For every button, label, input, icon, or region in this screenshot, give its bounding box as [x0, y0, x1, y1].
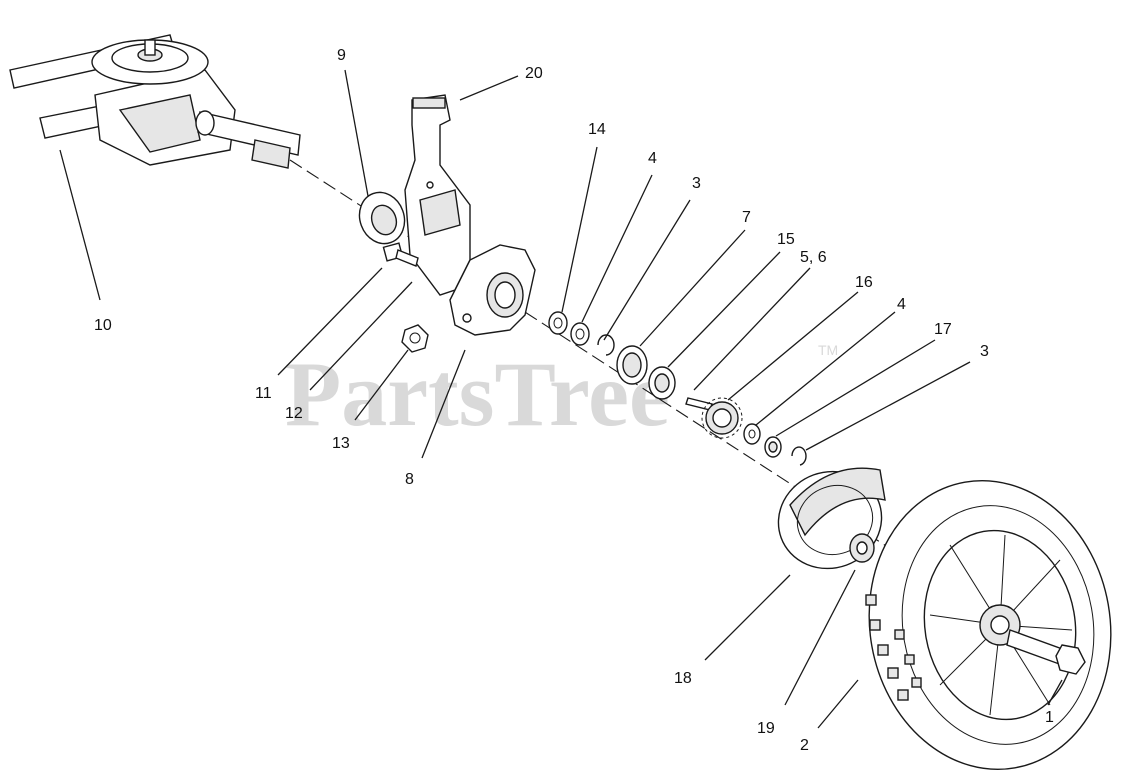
callout-3-lower: 3: [980, 343, 989, 360]
washer-part-14: [548, 311, 568, 335]
callout-10: 10: [94, 317, 112, 334]
callout-7: 7: [742, 209, 751, 226]
callout-11: 11: [255, 385, 272, 402]
bracket-plate-part-8: [449, 244, 536, 336]
callout-20: 20: [525, 65, 543, 82]
callout-14: 14: [588, 121, 606, 138]
callout-18: 18: [674, 670, 692, 687]
bushing-part-17: [764, 436, 782, 458]
washer-part-4-lower: [743, 423, 761, 445]
callout-9: 9: [337, 47, 346, 64]
tire-tread: [865, 594, 922, 701]
callout-19: 19: [757, 720, 775, 737]
leader-lines: [59, 69, 1063, 729]
wheel-cover-part-18: [777, 467, 886, 570]
ring-part-7: [616, 345, 648, 385]
callout-1: 1: [1045, 709, 1054, 726]
callout-3-upper: 3: [692, 175, 701, 192]
washer-part-4-upper: [570, 322, 590, 346]
callout-13: 13: [332, 435, 350, 452]
callout-12: 12: [285, 405, 303, 422]
callout-16: 16: [855, 274, 873, 291]
nut-part-13: [401, 324, 429, 353]
bolt-part-11: [382, 242, 419, 267]
gear-part-16: [701, 397, 743, 439]
callout-4-lower: 4: [897, 296, 906, 313]
bearing-part-15: [648, 366, 676, 400]
callout-15: 15: [777, 231, 795, 248]
callout-17: 17: [934, 321, 952, 338]
washer-part-19: [849, 533, 875, 563]
watermark-text: PartsTree: [285, 343, 670, 445]
wheel-part-2: [865, 479, 1112, 771]
callout-2: 2: [800, 737, 809, 754]
callout-4-upper: 4: [648, 150, 657, 167]
callout-8: 8: [405, 471, 414, 488]
transmission-assembly: [9, 34, 301, 169]
clip-part-3-upper: [597, 334, 615, 356]
height-lever-part-20: [404, 94, 471, 296]
axle-bolt-part-1: [1006, 629, 1086, 675]
callout-5-6: 5, 6: [800, 249, 827, 266]
watermark-trademark: TM: [818, 342, 838, 358]
clip-part-3-lower: [791, 446, 807, 466]
callout-labels: 9 20 10 14 4 3 7 15 5, 6 16 4 17 3 11 12…: [94, 47, 1054, 754]
seal-part-9: [358, 191, 406, 245]
